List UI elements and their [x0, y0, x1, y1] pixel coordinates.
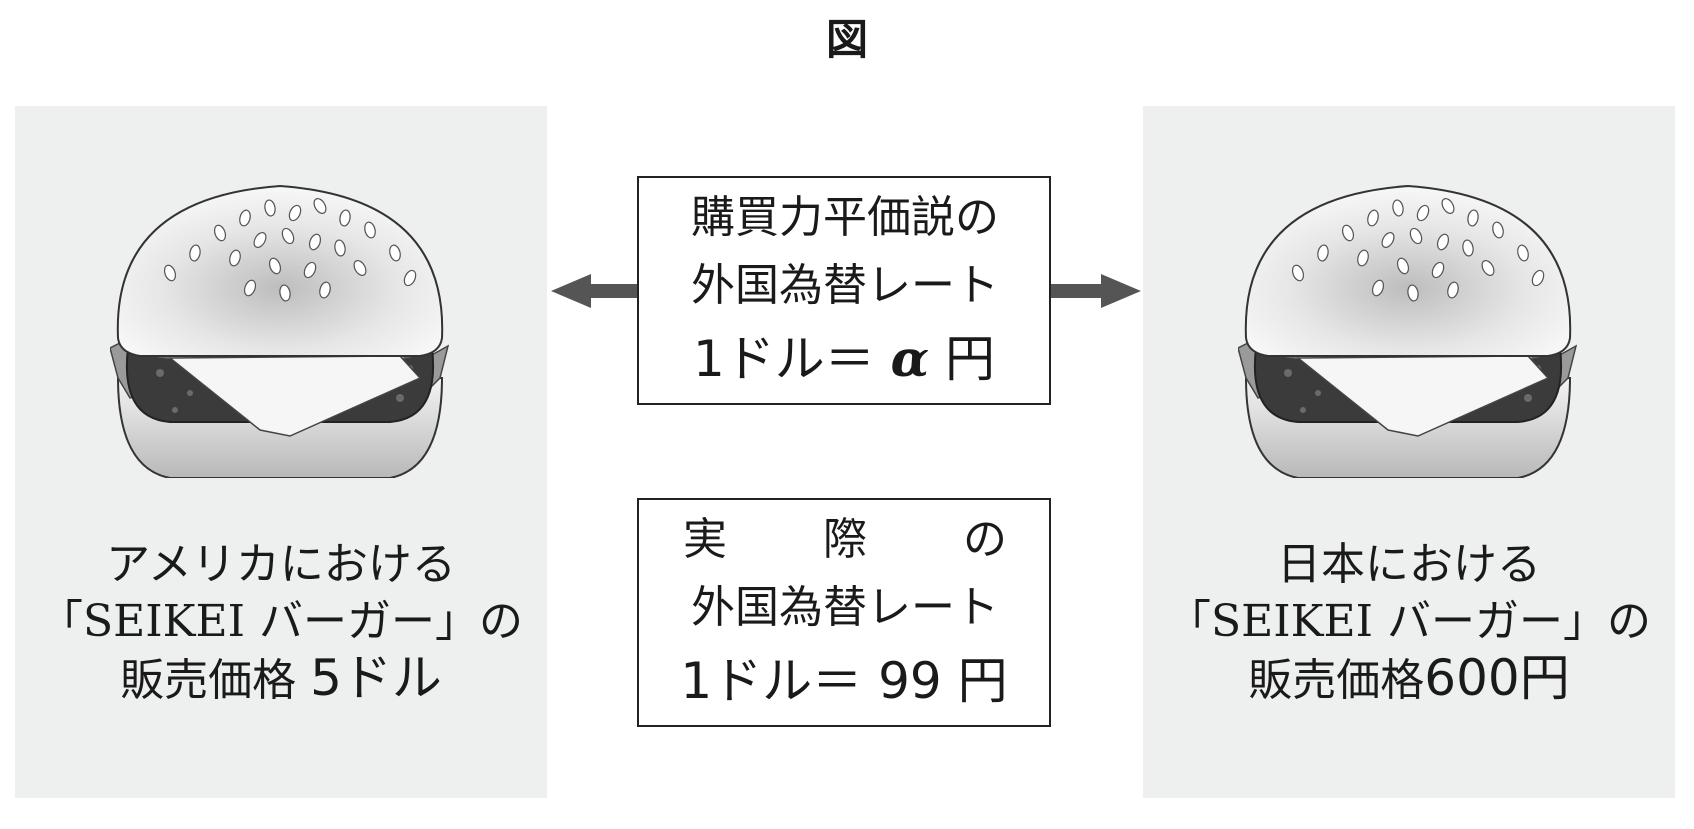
ppp-rate-unit: 円	[945, 330, 996, 388]
actual-rate-box: 実 際 の 外国為替レート 1ドル＝ 99 円	[637, 498, 1051, 727]
ppp-rate: 1ドル＝ α 円	[639, 328, 1049, 390]
usa-caption-line3: 販売価格 5ドル	[15, 650, 547, 709]
japan-price-label: 販売価格	[1248, 655, 1425, 706]
japan-price: 600円	[1424, 649, 1570, 707]
usa-caption: アメリカにおける 「SEIKEI バーガー」の 販売価格 5ドル	[15, 536, 547, 709]
japan-caption-line3: 販売価格600円	[1143, 650, 1675, 709]
usa-price: 5ドル	[310, 649, 442, 707]
usa-caption-line2: 「SEIKEI バーガー」の	[39, 596, 523, 647]
alpha-symbol: α	[890, 329, 930, 388]
usa-panel: アメリカにおける 「SEIKEI バーガー」の 販売価格 5ドル	[15, 106, 547, 798]
japan-caption-line1: 日本における	[1277, 539, 1541, 590]
hamburger-illustration	[110, 185, 449, 478]
actual-box-line1: 実 際 の	[683, 512, 1007, 568]
actual-box-char: の	[963, 514, 1007, 565]
actual-box-line2: 外国為替レート	[691, 582, 999, 633]
hamburger-illustration	[1238, 185, 1577, 478]
arrow-left-icon	[551, 274, 641, 308]
japan-panel: 日本における 「SEIKEI バーガー」の 販売価格600円	[1143, 106, 1675, 798]
usa-price-label: 販売価格	[120, 655, 297, 706]
ppp-box-line1: 購買力平価説の	[691, 192, 999, 243]
actual-box-char: 際	[823, 514, 867, 565]
actual-rate: 1ドル＝ 99 円	[680, 652, 1008, 710]
japan-caption: 日本における 「SEIKEI バーガー」の 販売価格600円	[1143, 536, 1675, 709]
japan-caption-line2: 「SEIKEI バーガー」の	[1167, 596, 1651, 647]
ppp-rate-box: 購買力平価説の 外国為替レート 1ドル＝ α 円	[637, 176, 1051, 405]
actual-box-char: 実	[683, 514, 727, 565]
figure-title: 図	[825, 15, 868, 64]
usa-caption-line1: アメリカにおける	[106, 539, 456, 590]
ppp-box-line2: 外国為替レート	[691, 260, 999, 311]
ppp-rate-lhs: 1ドル＝	[692, 330, 875, 388]
arrow-right-icon	[1051, 274, 1141, 308]
